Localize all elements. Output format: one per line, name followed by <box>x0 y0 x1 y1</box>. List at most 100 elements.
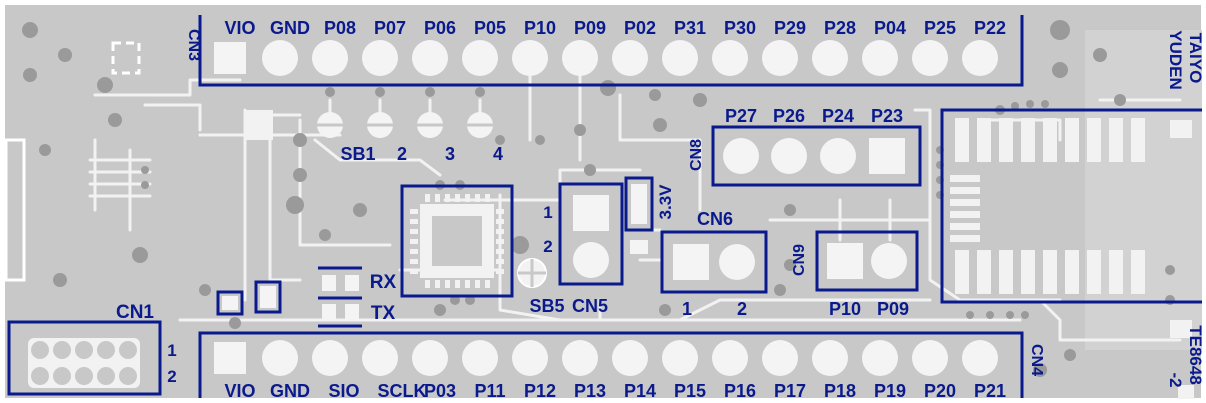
cn5-pin2-label: 2 <box>543 237 552 256</box>
brand-line1: TAIYO <box>1186 33 1205 84</box>
cn4-pin-label: SCLK <box>378 381 427 401</box>
antenna-area <box>1085 30 1202 350</box>
cn4-pad <box>812 340 848 376</box>
cn4-pad <box>462 340 498 376</box>
sb4-label: 4 <box>493 144 503 164</box>
cn3-pin-label: P05 <box>474 18 506 38</box>
sb5-bridge: SB5 <box>517 258 565 316</box>
cn3-pin-label: P07 <box>374 18 406 38</box>
cn1-connector: CN1 1 2 <box>7 302 177 396</box>
ble-module <box>940 108 1202 399</box>
cn4-pin-label: P13 <box>574 381 606 401</box>
cn3-pad <box>214 42 246 74</box>
cn4-pin-label: SIO <box>328 381 359 401</box>
cn5-pin1-label: 1 <box>543 203 552 222</box>
cn4-pin-label: P17 <box>774 381 806 401</box>
cn9-pin1-label: P10 <box>829 299 861 319</box>
cn3-pad <box>712 40 748 76</box>
cn4-pad <box>512 340 548 376</box>
cn4-pin-label: P12 <box>524 381 556 401</box>
cn4-pin-label: P18 <box>824 381 856 401</box>
cn3-pad <box>512 40 548 76</box>
sensor-pad <box>245 110 273 140</box>
cn3-pad <box>962 40 998 76</box>
brand-line2: YUDEN <box>1166 30 1185 90</box>
tx-label: TX <box>371 303 396 324</box>
cn4-pad <box>862 340 898 376</box>
cn3-label: CN3 <box>185 29 202 61</box>
cn4-pad <box>662 340 698 376</box>
sb2-label: 2 <box>397 144 407 164</box>
cn9-pin2-label: P09 <box>877 299 909 319</box>
cn3-pin-label: P30 <box>724 18 756 38</box>
cn4-pin-label: P11 <box>474 381 505 401</box>
cn3-pin-label: VIO <box>224 18 255 38</box>
cn5-connector: CN5 1 2 <box>543 182 624 316</box>
cn8-pin-label: P24 <box>822 106 854 126</box>
cn3-pad <box>812 40 848 76</box>
cn3-pin-label: P29 <box>774 18 806 38</box>
cn9-label: CN9 <box>791 244 808 276</box>
cn4-pad <box>312 340 348 376</box>
cn5-label: CN5 <box>572 296 608 316</box>
cn3-pad <box>312 40 348 76</box>
cn4-pin-label: P20 <box>924 381 956 401</box>
cn3-pad <box>412 40 448 76</box>
cn3-pad <box>662 40 698 76</box>
cn6-pin2-label: 2 <box>737 299 747 319</box>
vias <box>22 20 1175 377</box>
cn3-pin-label: P22 <box>974 18 1006 38</box>
mcu-chip <box>400 184 514 298</box>
solder-bridges: SB1 2 3 4 <box>317 112 503 164</box>
cn6-connector: CN6 1 2 <box>660 209 768 319</box>
v33-label: 3.3V <box>656 184 675 220</box>
cn4-pad <box>362 340 398 376</box>
uart-resistors: RX TX <box>216 266 397 328</box>
cn4-pad <box>712 340 748 376</box>
cn1-pin1-label: 1 <box>167 341 176 360</box>
sb1-label: SB1 <box>340 144 375 164</box>
cn3-pin-label: P31 <box>674 18 706 38</box>
cn4-pad <box>412 340 448 376</box>
part-number-line1: TE8648 <box>1186 325 1205 385</box>
cn3-pin-label: P04 <box>874 18 906 38</box>
cn3-pin-label: P06 <box>424 18 456 38</box>
cn8-label: CN8 <box>688 139 705 171</box>
cn3-pad <box>912 40 948 76</box>
cn3-pad <box>762 40 798 76</box>
cn4-pin-label: VIO <box>224 381 255 401</box>
usb-connector-outline <box>4 138 26 282</box>
cn4-label: CN4 <box>1028 344 1045 376</box>
cn6-pin1-label: 1 <box>682 299 692 319</box>
cn4-pad <box>912 340 948 376</box>
cn4-pin-label: P16 <box>724 381 756 401</box>
cn3-pad <box>462 40 498 76</box>
cn4-pin-label: P21 <box>974 381 1006 401</box>
regulator-3v3: 3.3V <box>624 176 675 254</box>
cn1-pin2-label: 2 <box>167 367 176 386</box>
cn3-pad <box>862 40 898 76</box>
cn4-pin-label: P03 <box>424 381 456 401</box>
sb3-label: 3 <box>445 144 455 164</box>
cn8-pin-label: P23 <box>871 106 903 126</box>
cn9-connector: CN9 P10 P09 <box>791 230 919 319</box>
cn1-label: CN1 <box>116 302 154 323</box>
cn8-pin-label: P26 <box>773 106 805 126</box>
cn4-pad <box>762 340 798 376</box>
cn6-label: CN6 <box>697 209 733 229</box>
cn3-pin-label: GND <box>270 18 310 38</box>
cn3-pin-label: P09 <box>574 18 606 38</box>
mounting-square <box>111 41 141 75</box>
cn3-pad <box>262 40 298 76</box>
cn3-pad <box>362 40 398 76</box>
cn4-pin-label: P19 <box>874 381 906 401</box>
cn4-pin-label: P14 <box>624 381 656 401</box>
cn4-pad <box>214 342 246 374</box>
cn3-pin-label: P10 <box>524 18 556 38</box>
cn3-pin-label: P25 <box>924 18 956 38</box>
cn4-pad <box>962 340 998 376</box>
part-number-line2: -2 <box>1166 372 1185 387</box>
